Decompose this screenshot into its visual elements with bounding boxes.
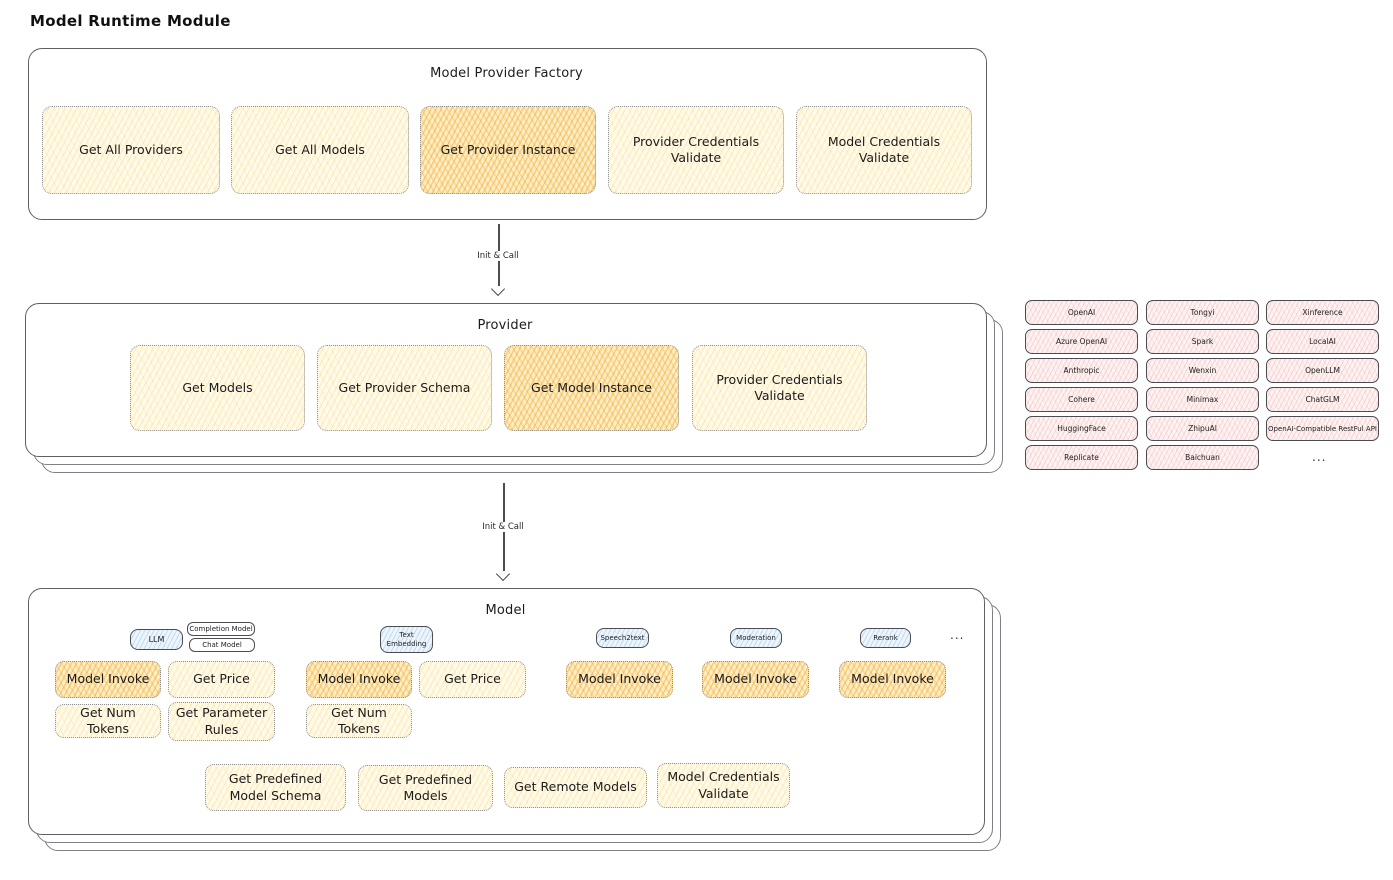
factory-card-get-all-models: Get All Models [231,106,409,194]
provider-pill-replicate: Replicate [1025,445,1138,470]
tabs-more-indicator: ... [950,628,965,642]
provider-pill-openai-compatible: OpenAI-Compatible RestFul API [1266,416,1379,441]
provider-pill-chatglm: ChatGLM [1266,387,1379,412]
model-card-model-credentials-validate: Model Credentials Validate [657,763,790,808]
provider-card-get-model-instance: Get Model Instance [504,345,679,431]
provider-title: Provider [477,318,533,333]
tab-speech2text: Speech2text [596,628,649,648]
model-card-get-price-llm: Get Price [168,661,275,698]
provider-pill-spark: Spark [1146,329,1259,354]
factory-card-model-credentials-validate: Model Credentials Validate [796,106,972,194]
model-card-model-invoke-speech2text: Model Invoke [566,661,673,698]
provider-pill-zhipuai: ZhipuAI [1146,416,1259,441]
provider-pill-openai: OpenAI [1025,300,1138,325]
tab-rerank: Rerank [860,628,911,648]
model-card-get-price-embedding: Get Price [419,661,526,698]
model-card-get-remote-models: Get Remote Models [504,767,647,808]
model-card-get-num-tokens-embedding: Get Num Tokens [306,704,412,738]
model-card-model-invoke-llm: Model Invoke [55,661,161,698]
tab-completion-model: Completion Model [187,622,255,636]
provider-pill-tongyi: Tongyi [1146,300,1259,325]
provider-card-get-models: Get Models [130,345,305,431]
model-card-get-predefined-models: Get Predefined Models [358,765,493,811]
model-card-get-num-tokens-llm: Get Num Tokens [55,704,161,738]
provider-pill-localai: LocalAI [1266,329,1379,354]
arrow-head-icon [495,566,511,582]
tab-chat-model: Chat Model [189,638,255,652]
provider-pill-openllm: OpenLLM [1266,358,1379,383]
factory-title: Model Provider Factory [430,66,583,81]
provider-pill-anthropic: Anthropic [1025,358,1138,383]
tab-text-embedding: Text Embedding [380,626,433,653]
diagram-title: Model Runtime Module [30,12,231,30]
model-card-model-invoke-embedding: Model Invoke [306,661,412,698]
provider-pill-xinference: Xinference [1266,300,1379,325]
provider-list-more-indicator: ... [1312,450,1327,464]
provider-pill-azure-openai: Azure OpenAI [1025,329,1138,354]
provider-pill-cohere: Cohere [1025,387,1138,412]
provider-pill-minimax: Minimax [1146,387,1259,412]
factory-card-get-provider-instance: Get Provider Instance [420,106,596,194]
tab-moderation: Moderation [730,628,782,648]
tab-llm: LLM [130,629,183,650]
provider-pill-huggingface: HuggingFace [1025,416,1138,441]
init-call-label-1: Init & Call [473,251,523,261]
model-card-model-invoke-rerank: Model Invoke [839,661,946,698]
provider-card-provider-credentials-validate: Provider Credentials Validate [692,345,867,431]
model-title: Model [485,603,526,618]
model-card-get-parameter-rules: Get Parameter Rules [168,702,275,741]
factory-card-get-all-providers: Get All Providers [42,106,220,194]
init-call-label-2: Init & Call [478,522,528,532]
model-card-model-invoke-moderation: Model Invoke [702,661,809,698]
factory-card-provider-credentials-validate: Provider Credentials Validate [608,106,784,194]
provider-pill-wenxin: Wenxin [1146,358,1259,383]
arrow-head-icon [490,281,506,297]
provider-pill-baichuan: Baichuan [1146,445,1259,470]
provider-card-get-provider-schema: Get Provider Schema [317,345,492,431]
model-card-get-predefined-model-schema: Get Predefined Model Schema [205,764,346,811]
